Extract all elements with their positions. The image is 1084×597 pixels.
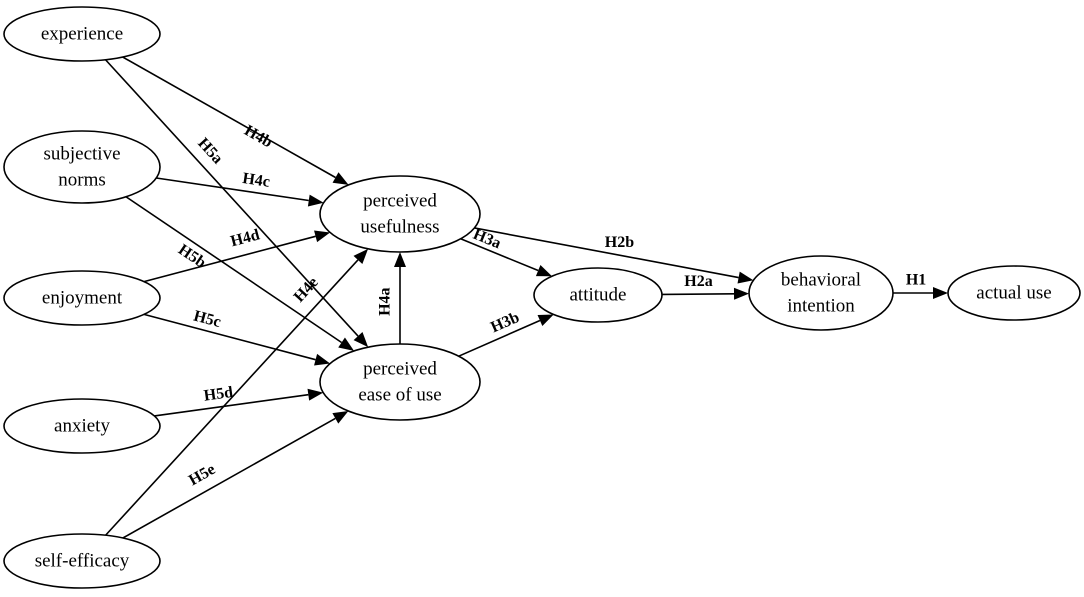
edge-line xyxy=(104,259,359,536)
arrow-head xyxy=(314,353,331,366)
node-ellipse xyxy=(947,265,1081,321)
edge-label: H4a xyxy=(377,287,394,315)
arrow-head xyxy=(307,194,324,207)
node-label: anxiety xyxy=(54,416,110,437)
edge-label: H2a xyxy=(684,273,712,290)
node-perceived-usefulness: perceived usefulness xyxy=(319,175,481,253)
arrow-head xyxy=(353,332,369,348)
node-ellipse xyxy=(533,267,663,323)
node-behavioral-intention: behavioral intention xyxy=(748,255,894,331)
arrow-head xyxy=(338,337,355,351)
edge-line xyxy=(122,417,336,539)
edge-h5d: H5d xyxy=(154,384,324,417)
edge-line xyxy=(125,196,343,344)
edge-line xyxy=(104,59,359,337)
arrow-head xyxy=(933,287,948,299)
arrow-head xyxy=(332,172,349,185)
edge-label: H5c xyxy=(192,308,223,331)
edge-line xyxy=(156,177,309,202)
node-anxiety: anxiety xyxy=(3,398,161,454)
edge-line xyxy=(458,319,541,357)
arrow-head xyxy=(737,271,754,284)
node-label: usefulness xyxy=(360,217,439,238)
nodes-layer: experience subjective norms enjoyment anxiet… xyxy=(3,6,1081,589)
arrow-head xyxy=(537,314,554,327)
edge-line xyxy=(122,56,336,179)
edge-h4c: H4c xyxy=(156,170,324,207)
edge-line xyxy=(661,292,735,296)
edge-h2a: H2a xyxy=(661,273,750,300)
node-label: intention xyxy=(787,296,855,317)
edge-h3b: H3b xyxy=(458,309,554,357)
node-label: actual use xyxy=(976,283,1051,304)
node-enjoyment: enjoyment xyxy=(3,270,161,326)
arrow-head xyxy=(733,287,750,300)
edge-h5b: H5b xyxy=(125,196,355,351)
edge-line xyxy=(143,313,316,361)
edge-label: H4c xyxy=(241,170,271,191)
node-ellipse xyxy=(3,270,161,326)
edge-label: H4d xyxy=(229,226,262,250)
node-ellipse xyxy=(319,175,481,253)
node-perceived-ease-of-use: perceived ease of use xyxy=(319,343,481,421)
node-label: behavioral xyxy=(781,270,861,291)
edge-h4a: H4a xyxy=(377,252,406,344)
node-label: norms xyxy=(58,170,106,191)
arrow-head xyxy=(353,248,369,264)
edge-h4d: H4d xyxy=(143,226,331,283)
arrow-head xyxy=(394,252,406,267)
node-label: perceived xyxy=(363,191,437,212)
arrow-head xyxy=(535,264,553,277)
edge-label: H5b xyxy=(175,241,209,272)
edge-label: H4b xyxy=(241,122,275,151)
edges-layer: H4bH5aH4cH5bH4dH5cH5dH4eH5eH4aH3aH3bH2bH… xyxy=(104,56,948,539)
edge-label: H5e xyxy=(186,461,218,489)
edge-line xyxy=(143,235,316,283)
node-actual-use: actual use xyxy=(947,265,1081,321)
node-label: attitude xyxy=(570,285,627,306)
edge-line xyxy=(460,238,539,272)
arrow-head xyxy=(332,411,349,424)
edge-h2b: H2b xyxy=(474,227,754,284)
edge-label: H2b xyxy=(605,234,634,251)
arrow-head xyxy=(307,388,324,401)
node-ellipse xyxy=(3,6,161,62)
node-label: experience xyxy=(41,24,123,45)
edge-h5c: H5c xyxy=(143,308,331,366)
node-label: self-efficacy xyxy=(35,551,130,572)
arrow-head xyxy=(314,230,331,243)
node-ellipse xyxy=(748,255,894,331)
node-self-efficacy: self-efficacy xyxy=(3,533,161,589)
node-ellipse xyxy=(3,398,161,454)
node-subjective-norms: subjective norms xyxy=(3,130,161,204)
node-ellipse xyxy=(3,533,161,589)
edge-line xyxy=(154,393,309,417)
edge-line xyxy=(474,227,739,279)
edge-label: H1 xyxy=(906,272,926,289)
node-ellipse xyxy=(319,343,481,421)
node-ellipse xyxy=(3,130,161,204)
node-label: ease of use xyxy=(358,385,441,406)
edge-h1: H1 xyxy=(893,272,948,299)
node-experience: experience xyxy=(3,6,161,62)
node-attitude: attitude xyxy=(533,267,663,323)
node-label: perceived xyxy=(363,359,437,380)
node-label: enjoyment xyxy=(42,288,123,309)
edge-label: H5d xyxy=(203,384,234,405)
edge-label: H4e xyxy=(291,274,322,306)
node-label: subjective xyxy=(43,144,120,165)
edge-label: H3b xyxy=(488,309,522,336)
